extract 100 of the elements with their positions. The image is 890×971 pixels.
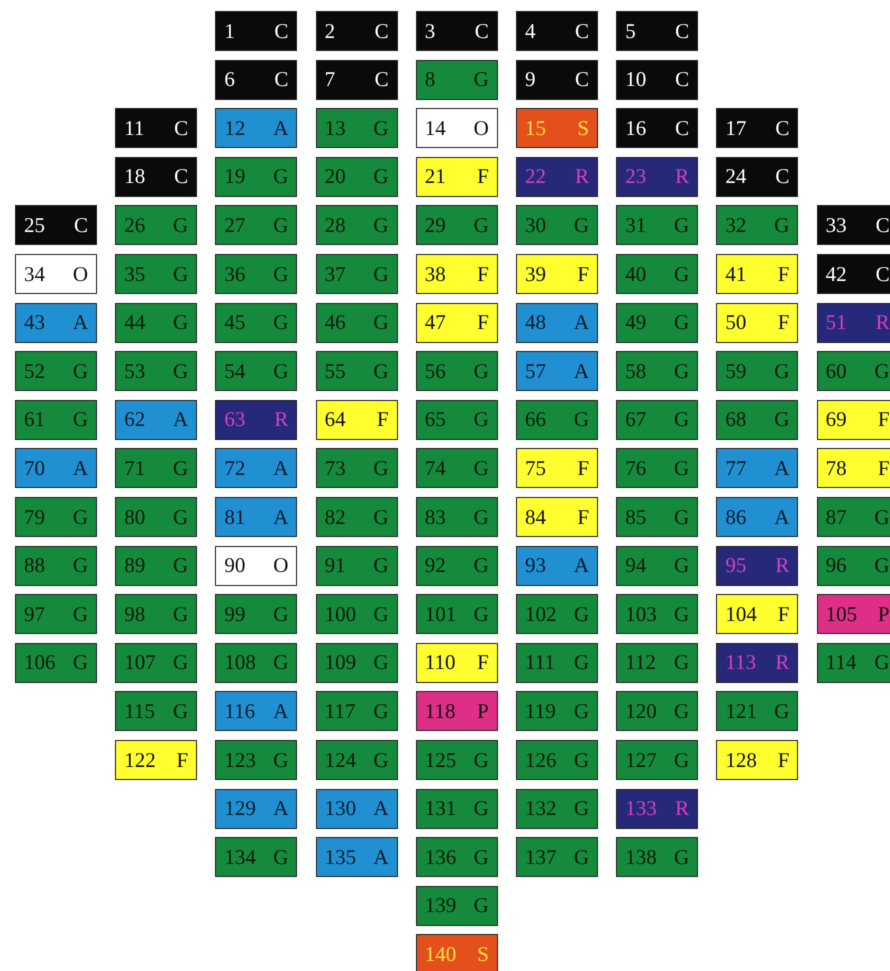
grid-cell — [516, 108, 598, 148]
cell-number: 101 — [424, 602, 456, 627]
grid-cell — [15, 594, 97, 634]
grid-cell — [416, 691, 498, 732]
cell-code: G — [674, 310, 690, 336]
cell-number: 32 — [725, 212, 746, 238]
grid-cell — [215, 60, 298, 100]
grid-cell — [416, 788, 498, 829]
grid-cell — [516, 11, 598, 51]
cell-code: C — [274, 18, 288, 44]
cell-number: 39 — [525, 262, 546, 286]
cell-number: 15 — [525, 116, 546, 141]
cell-code: A — [373, 796, 389, 822]
cell-code: G — [674, 212, 690, 238]
cell-code: A — [574, 310, 589, 336]
grid-cell — [316, 60, 398, 100]
cell-number: 17 — [725, 116, 746, 141]
cell-code: G — [674, 650, 690, 676]
cell-number: 2 — [324, 18, 336, 44]
grid-cell — [616, 400, 698, 440]
grid-cell — [416, 594, 498, 634]
grid-cell — [416, 60, 498, 100]
grid-cell — [215, 205, 298, 246]
cell-code: C — [675, 18, 690, 44]
grid-cell — [816, 546, 890, 586]
grid-cell — [616, 691, 698, 732]
grid-cell — [215, 642, 298, 683]
grid-cell — [15, 205, 97, 246]
cell-code: A — [273, 504, 288, 530]
cell-code: R — [775, 650, 790, 676]
grid-cell — [215, 156, 298, 197]
grid-cell — [416, 886, 498, 926]
grid-cell — [215, 788, 298, 829]
cell-code: G — [874, 504, 890, 530]
cell-code: G — [373, 698, 389, 724]
cell-code: A — [273, 456, 288, 481]
cell-number: 102 — [525, 602, 556, 627]
cell-code: G — [72, 650, 88, 676]
cell-number: 16 — [625, 116, 646, 141]
cell-code: G — [674, 456, 690, 481]
cell-code: R — [675, 164, 690, 190]
grid-cell — [316, 400, 398, 440]
cell-number: 18 — [124, 164, 146, 190]
grid-cell — [716, 205, 798, 246]
grid-cell — [716, 497, 798, 537]
grid-cell — [316, 594, 398, 634]
cell-number: 27 — [224, 212, 246, 238]
grid-cell — [816, 302, 890, 343]
cell-number: 43 — [24, 310, 45, 336]
grid-cell — [215, 351, 298, 392]
cell-number: 97 — [24, 602, 45, 627]
cell-number: 113 — [725, 650, 756, 676]
cell-number: 126 — [525, 748, 556, 772]
cell-number: 29 — [424, 212, 446, 238]
cell-number: 23 — [625, 164, 646, 190]
grid-cell — [316, 788, 398, 829]
grid-cell — [716, 740, 798, 780]
cell-code: R — [675, 796, 690, 822]
cell-number: 59 — [725, 358, 746, 384]
cell-code: C — [675, 67, 690, 92]
cell-code: P — [477, 698, 489, 724]
cell-number: 127 — [625, 748, 657, 772]
cell-code: C — [374, 18, 389, 44]
cell-number: 132 — [525, 796, 556, 822]
cell-code: C — [574, 18, 589, 44]
cell-code: R — [274, 407, 288, 432]
cell-code: G — [474, 602, 489, 627]
cell-code: G — [674, 844, 690, 870]
cell-number: 78 — [826, 456, 847, 481]
cell-number: 64 — [324, 407, 346, 432]
cell-code: G — [674, 602, 690, 627]
grid-cell — [616, 594, 698, 634]
cell-code: G — [474, 844, 489, 870]
cell-code: F — [778, 748, 790, 772]
cell-number: 34 — [24, 262, 45, 286]
grid-cell — [15, 400, 97, 440]
cell-number: 99 — [224, 602, 246, 627]
cell-number: 35 — [124, 262, 146, 286]
cell-code: G — [674, 407, 690, 432]
cell-number: 86 — [725, 504, 746, 530]
grid-cell — [716, 302, 798, 343]
cell-code: A — [574, 553, 589, 578]
cell-number: 122 — [124, 748, 156, 772]
cell-number: 38 — [424, 262, 446, 286]
cell-code: G — [72, 407, 88, 432]
grid-cell — [716, 254, 798, 294]
grid-cell — [215, 448, 298, 488]
cell-code: G — [774, 407, 790, 432]
grid-cell — [316, 740, 398, 780]
cell-code: F — [878, 407, 890, 432]
cell-code: S — [577, 116, 589, 141]
grid-cell — [115, 254, 198, 294]
cell-code: G — [474, 407, 489, 432]
grid-cell — [316, 497, 398, 537]
grid-cell — [316, 11, 398, 51]
grid-cell — [316, 837, 398, 878]
cell-code: G — [373, 262, 389, 286]
cell-code: G — [874, 650, 890, 676]
grid-cell — [516, 156, 598, 197]
cell-code: G — [774, 698, 790, 724]
